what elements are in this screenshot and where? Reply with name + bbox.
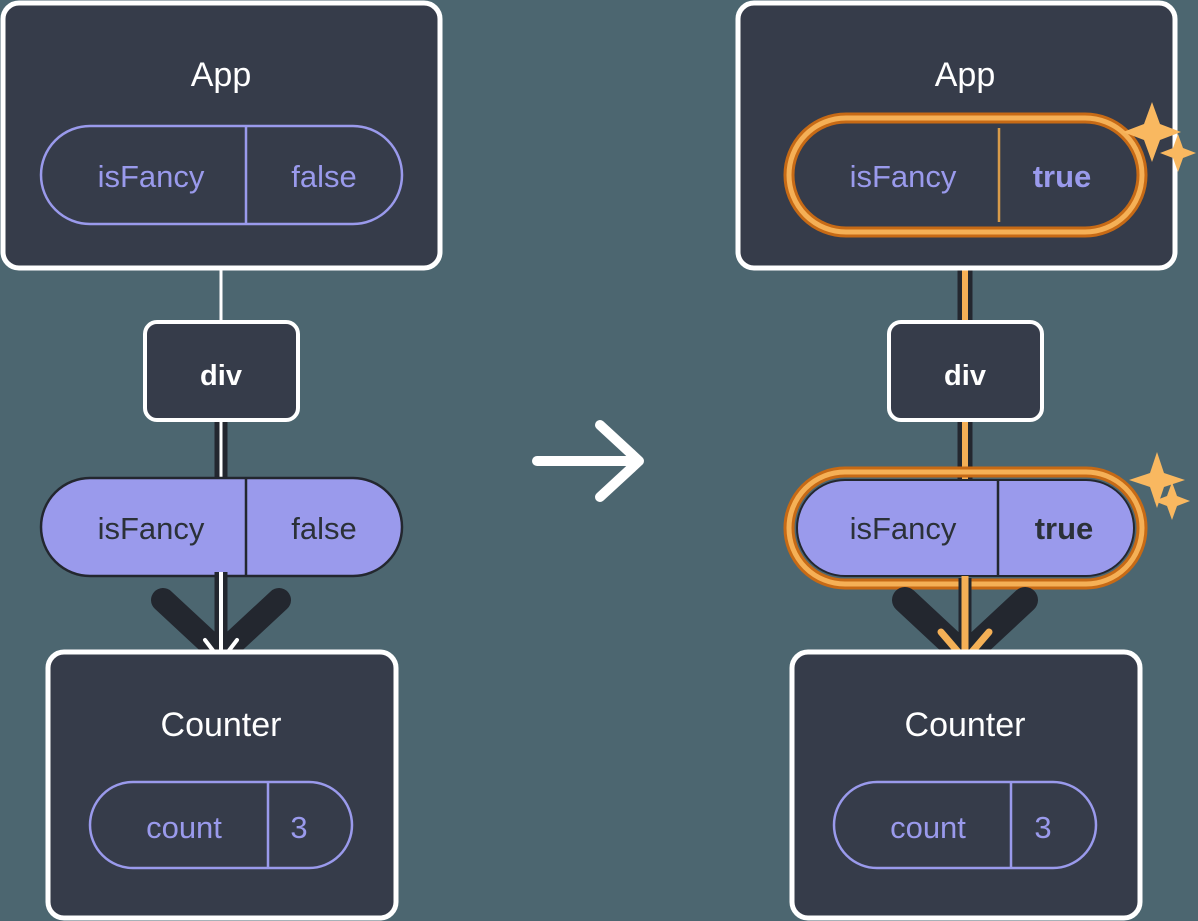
counter-pill-key-before: count <box>146 810 222 845</box>
div-box-after[interactable] <box>887 320 1044 422</box>
app-pill-before[interactable] <box>39 124 404 226</box>
prop-pill-key-after: isFancy <box>850 511 957 546</box>
counter-box-after[interactable] <box>789 649 1143 921</box>
app-box-before[interactable] <box>0 0 443 271</box>
app-pill-key-after: isFancy <box>850 159 957 194</box>
div-title-after: div <box>944 360 986 392</box>
sparkle-icon-app-after <box>1123 102 1196 172</box>
arrow-right-icon <box>532 420 644 502</box>
app-pill-value-before: false <box>291 159 356 194</box>
div-title-before: div <box>200 360 242 392</box>
app-title-before: App <box>191 56 252 94</box>
counter-pill-value-after: 3 <box>1034 810 1051 845</box>
counter-pill-after[interactable] <box>832 780 1098 870</box>
sparkle-icon-prop-after <box>1129 452 1190 520</box>
app-pill-highlight-inner-after <box>786 115 1145 235</box>
counter-pill-value-before: 3 <box>290 810 307 845</box>
prop-pill-value-before: false <box>291 511 356 546</box>
counter-title-after: Counter <box>905 706 1026 744</box>
app-title-after: App <box>935 56 996 94</box>
div-box-before[interactable] <box>143 320 300 422</box>
counter-box-before[interactable] <box>45 649 399 921</box>
app-pill-key-before: isFancy <box>98 159 205 194</box>
prop-pill-key-before: isFancy <box>98 511 205 546</box>
app-pill-value-after: true <box>1033 159 1092 194</box>
counter-pill-key-after: count <box>890 810 966 845</box>
counter-title-before: Counter <box>161 706 282 744</box>
counter-pill-before[interactable] <box>88 780 354 870</box>
prop-pill-value-after: true <box>1035 511 1094 546</box>
app-box-after[interactable] <box>735 0 1178 271</box>
